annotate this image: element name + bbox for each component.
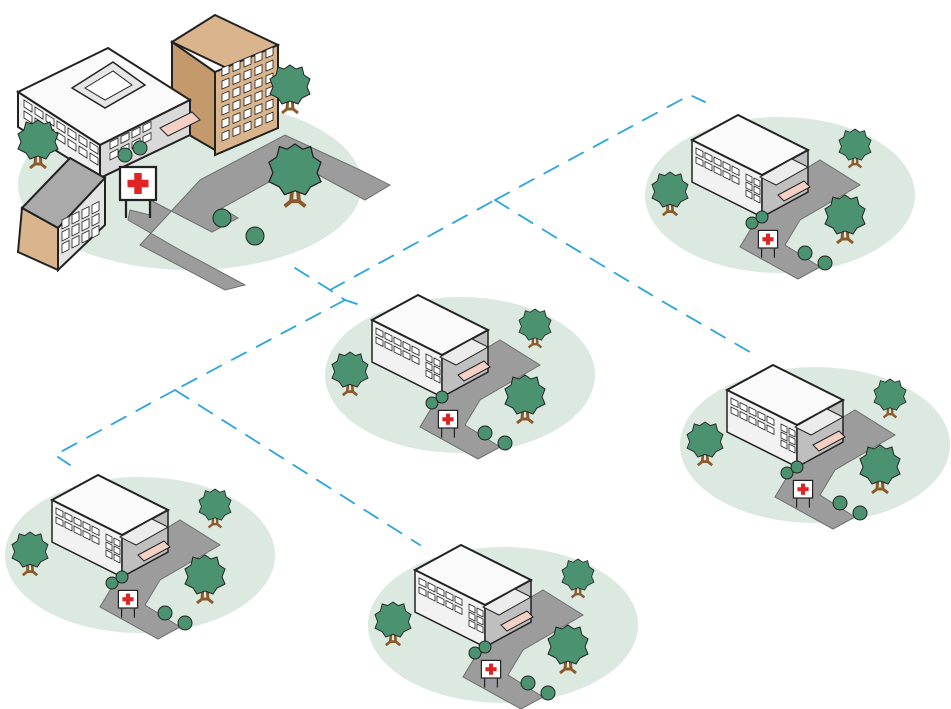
- hospital-sign: [437, 409, 459, 438]
- tree: [198, 488, 232, 529]
- connector-line-1: [294, 267, 361, 306]
- building-roof: [49, 473, 171, 537]
- tree: [651, 171, 689, 217]
- clinic-center: [331, 293, 552, 451]
- bush: [520, 675, 536, 691]
- tree: [547, 624, 589, 675]
- building-layer: [11, 13, 907, 701]
- connector-line-3: [494, 93, 706, 201]
- hospital-sign: [757, 229, 779, 258]
- clinic-right: [686, 363, 907, 521]
- tree: [269, 64, 311, 115]
- awning: [500, 610, 534, 632]
- bush: [817, 255, 833, 271]
- awning: [777, 180, 811, 202]
- bush: [497, 435, 513, 451]
- bush: [177, 615, 193, 631]
- clinic-top-right: [651, 113, 872, 271]
- tree: [824, 194, 866, 245]
- bush: [755, 210, 769, 224]
- tree: [184, 554, 226, 605]
- tree: [504, 374, 546, 425]
- bush: [132, 140, 148, 156]
- connector-line-7: [174, 389, 421, 546]
- bush: [797, 245, 813, 261]
- bush: [435, 390, 449, 404]
- bush: [780, 466, 794, 480]
- bush: [425, 396, 439, 410]
- main-hospital: [15, 13, 322, 273]
- tree: [838, 128, 872, 169]
- bush: [157, 605, 173, 621]
- bush: [245, 226, 265, 246]
- wing-side: [57, 175, 106, 273]
- awning: [159, 111, 201, 137]
- building-roof: [412, 543, 534, 607]
- tree: [686, 421, 724, 467]
- tree: [518, 308, 552, 349]
- road: [127, 134, 392, 291]
- connector-layer: [53, 93, 756, 546]
- bush: [790, 460, 804, 474]
- building-roof: [724, 363, 846, 427]
- tree: [11, 531, 49, 577]
- bush: [852, 505, 868, 521]
- tree: [17, 119, 59, 170]
- hospital-sign: [792, 479, 814, 508]
- bush: [117, 147, 133, 163]
- tree: [859, 444, 901, 495]
- hospital-sign: [118, 165, 158, 218]
- bush: [212, 208, 232, 228]
- connector-line-2: [329, 199, 496, 291]
- tree: [873, 378, 907, 419]
- connector-line-4: [494, 199, 756, 356]
- awning: [457, 360, 491, 382]
- building-roof: [689, 113, 811, 177]
- hospital-sign: [480, 659, 502, 688]
- bush: [468, 646, 482, 660]
- connector-line-6: [53, 389, 176, 466]
- building-roof: [369, 293, 491, 357]
- clinic-bottom-left: [11, 473, 232, 631]
- bush: [478, 640, 492, 654]
- bush: [832, 495, 848, 511]
- hospital-sign: [117, 589, 139, 618]
- tree: [268, 143, 322, 208]
- connector-line-5: [174, 299, 346, 391]
- awning: [137, 540, 171, 562]
- bush: [540, 685, 556, 701]
- bush: [115, 570, 129, 584]
- bush: [745, 216, 759, 230]
- bush: [477, 425, 493, 441]
- tree: [374, 601, 412, 647]
- tree: [331, 351, 369, 397]
- tree: [561, 558, 595, 599]
- awning: [812, 430, 846, 452]
- bush: [105, 576, 119, 590]
- clinic-bottom-center: [374, 543, 595, 701]
